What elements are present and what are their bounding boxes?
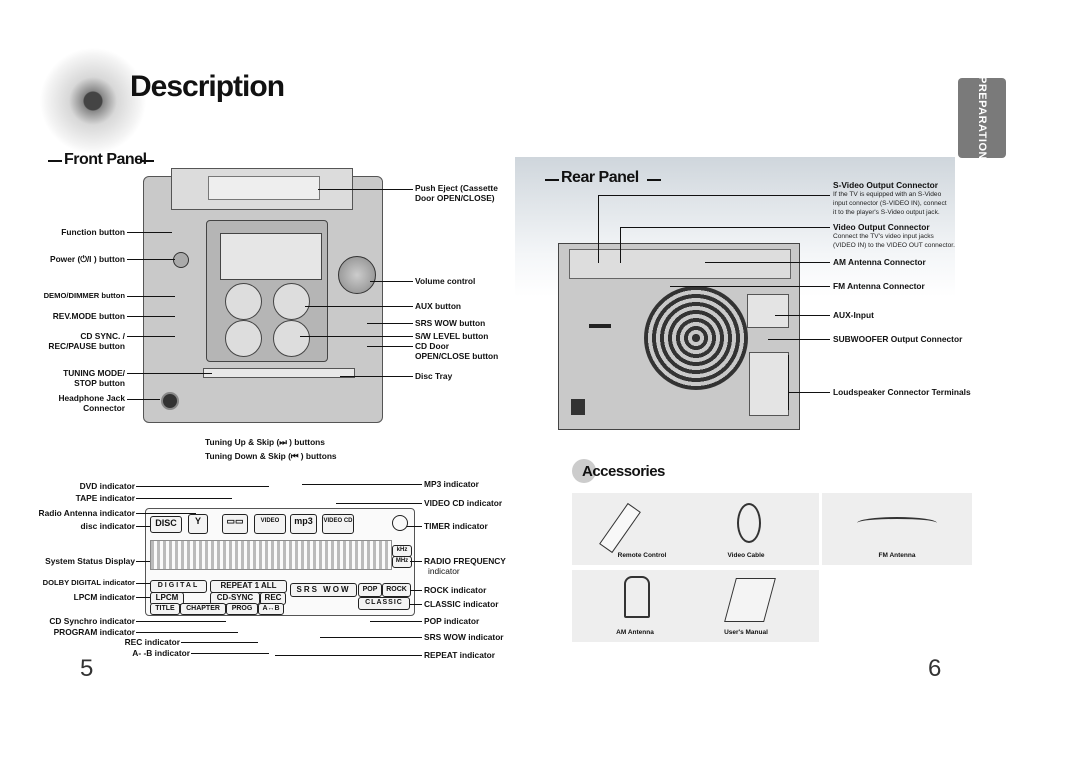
- label-ab-indicator: A- -B indicator: [132, 648, 190, 658]
- label-loudspeaker-terminals: Loudspeaker Connector Terminals: [833, 387, 971, 397]
- label-volume-control: Volume control: [415, 276, 476, 286]
- accessory-video-cable: Video Cable: [672, 493, 820, 565]
- accessory-remote-control: Remote Control: [572, 493, 819, 565]
- front-panel-heading: Front Panel: [64, 151, 147, 168]
- label-rec-indicator: REC indicator: [124, 637, 180, 647]
- cable-icon: [737, 503, 761, 543]
- label-rev-mode: REV.MODE button: [52, 311, 125, 321]
- label-radio-frequency-indicator: indicator: [428, 566, 460, 576]
- label-video-cd-indicator: VIDEO CD indicator: [424, 498, 503, 508]
- accessory-fm-antenna: FM Antenna: [822, 493, 972, 565]
- label-disc-tray: Disc Tray: [415, 371, 453, 381]
- seg-antenna: Y: [188, 514, 208, 534]
- page-number-right: 6: [928, 655, 942, 682]
- label-demo-dimmer: DEMO/DIMMER button: [43, 291, 125, 300]
- seg-mhz: MHz: [392, 556, 412, 568]
- manual-icon: [724, 578, 776, 622]
- video-desc-1: Connect the TV's video input jacks: [833, 233, 934, 240]
- seg-chapter: CHAPTER: [180, 603, 226, 615]
- seg-rock: ROCK: [382, 583, 411, 597]
- seg-pop: POP: [358, 583, 382, 597]
- page-title: Description: [130, 70, 285, 103]
- label-function-button: Function button: [61, 227, 125, 237]
- label-headphone-jack: Headphone Jack: [58, 393, 125, 403]
- label-power-button: Power (⏻/I ) button: [49, 254, 125, 264]
- label-aux-button: AUX button: [415, 301, 462, 311]
- label-srs-wow-button: SRS WOW button: [415, 318, 486, 328]
- label-video-output: Video Output Connector: [833, 222, 930, 232]
- label-push-eject: Push Eject (Cassette: [415, 183, 498, 193]
- seg-title: TITLE: [150, 603, 180, 615]
- label-rock-indicator: ROCK indicator: [424, 585, 487, 595]
- rear-unit-illustration: [558, 243, 800, 430]
- rear-panel-heading: Rear Panel: [561, 169, 639, 186]
- seg-classic: CLASSIC: [358, 597, 410, 610]
- accessory-am-antenna: AM Antenna: [572, 570, 819, 642]
- label-tuning-mode: TUNING MODE/: [63, 368, 125, 378]
- seg-dvd: VIDEO: [254, 514, 286, 534]
- accessories-heading: Accessories: [582, 463, 665, 480]
- label-radio-antenna-indicator: Radio Antenna indicator: [38, 508, 135, 518]
- remote-icon: [599, 502, 641, 554]
- label-pop-indicator: POP indicator: [424, 616, 480, 626]
- label-cd-door: CD Door: [415, 341, 449, 351]
- video-desc-2: (VIDEO IN) to the VIDEO OUT connector.: [833, 242, 955, 249]
- page-number-left: 5: [80, 655, 94, 682]
- headphone-jack: [161, 392, 179, 410]
- label-door-open-close: Door OPEN/CLOSE): [415, 193, 495, 203]
- svideo-desc-3: it to the player's S-Video output jack.: [833, 209, 940, 216]
- label-disc-indicator: disc indicator: [80, 521, 135, 531]
- seg-disc: DISC: [150, 516, 182, 533]
- label-aux-input: AUX-Input: [833, 310, 874, 320]
- label-classic-indicator: CLASSIC indicator: [424, 599, 499, 609]
- accessory-users-manual: User's Manual: [672, 570, 820, 642]
- label-svideo-output: S-Video Output Connector: [833, 180, 938, 190]
- label-mp3-indicator: MP3 indicator: [424, 479, 479, 489]
- label-tuning-up: Tuning Up & Skip (⏭ ) buttons: [205, 437, 325, 447]
- status-display-digits: [150, 540, 392, 570]
- label-radio-frequency: RADIO FREQUENCY: [424, 556, 506, 566]
- front-unit-illustration: [143, 168, 383, 428]
- label-tape-indicator: TAPE indicator: [75, 493, 135, 503]
- label-cd-synchro-indicator: CD Synchro indicator: [49, 616, 135, 626]
- svideo-desc-1: If the TV is equipped with an S-Video: [833, 191, 942, 198]
- seg-vcd: VIDEO CD: [322, 514, 354, 534]
- label-srs-wow-indicator: SRS WOW indicator: [424, 632, 504, 642]
- svideo-desc-2: input connector (S-VIDEO IN), connect: [833, 200, 947, 207]
- seg-ab: A↔B: [258, 603, 284, 615]
- label-repeat-indicator: REPEAT indicator: [424, 650, 496, 660]
- timer-icon: [392, 515, 408, 531]
- label-am-antenna: AM Antenna Connector: [833, 257, 926, 267]
- am-antenna-icon: [624, 576, 650, 618]
- seg-srswow: SRS WOW: [290, 583, 357, 597]
- seg-prog: PROG: [226, 603, 258, 615]
- label-timer-indicator: TIMER indicator: [424, 521, 488, 531]
- label-system-status-display: System Status Display: [45, 556, 135, 566]
- fan-grille: [644, 286, 748, 390]
- label-sw-level-button: S/W LEVEL button: [415, 331, 489, 341]
- label-tuning-down: Tuning Down & Skip (⏮ ) buttons: [205, 451, 337, 461]
- label-lpcm-indicator: LPCM indicator: [73, 592, 135, 602]
- fm-antenna-icon: [857, 517, 937, 529]
- seg-tape: ▭▭: [222, 514, 248, 534]
- label-stop-button: STOP button: [74, 378, 125, 388]
- accessories-bullet: [572, 459, 596, 483]
- label-dvd-indicator: DVD indicator: [79, 481, 135, 491]
- volume-knob: [338, 256, 376, 294]
- seg-mp3: mp3: [290, 514, 317, 534]
- label-cd-sync: CD SYNC. /: [80, 331, 125, 341]
- label-cd-door-button: OPEN/CLOSE button: [415, 351, 499, 361]
- label-headphone-connector: Connector: [83, 403, 125, 413]
- label-subwoofer-output: SUBWOOFER Output Connector: [833, 334, 963, 344]
- label-rec-pause: REC/PAUSE button: [48, 341, 125, 351]
- title-cd-graphic: [40, 48, 146, 154]
- section-tab: PREPARATION: [958, 76, 1006, 160]
- label-dolby-digital-indicator: DOLBY DIGITAL indicator: [42, 578, 135, 587]
- label-program-indicator: PROGRAM indicator: [53, 627, 135, 637]
- label-fm-antenna: FM Antenna Connector: [833, 281, 925, 291]
